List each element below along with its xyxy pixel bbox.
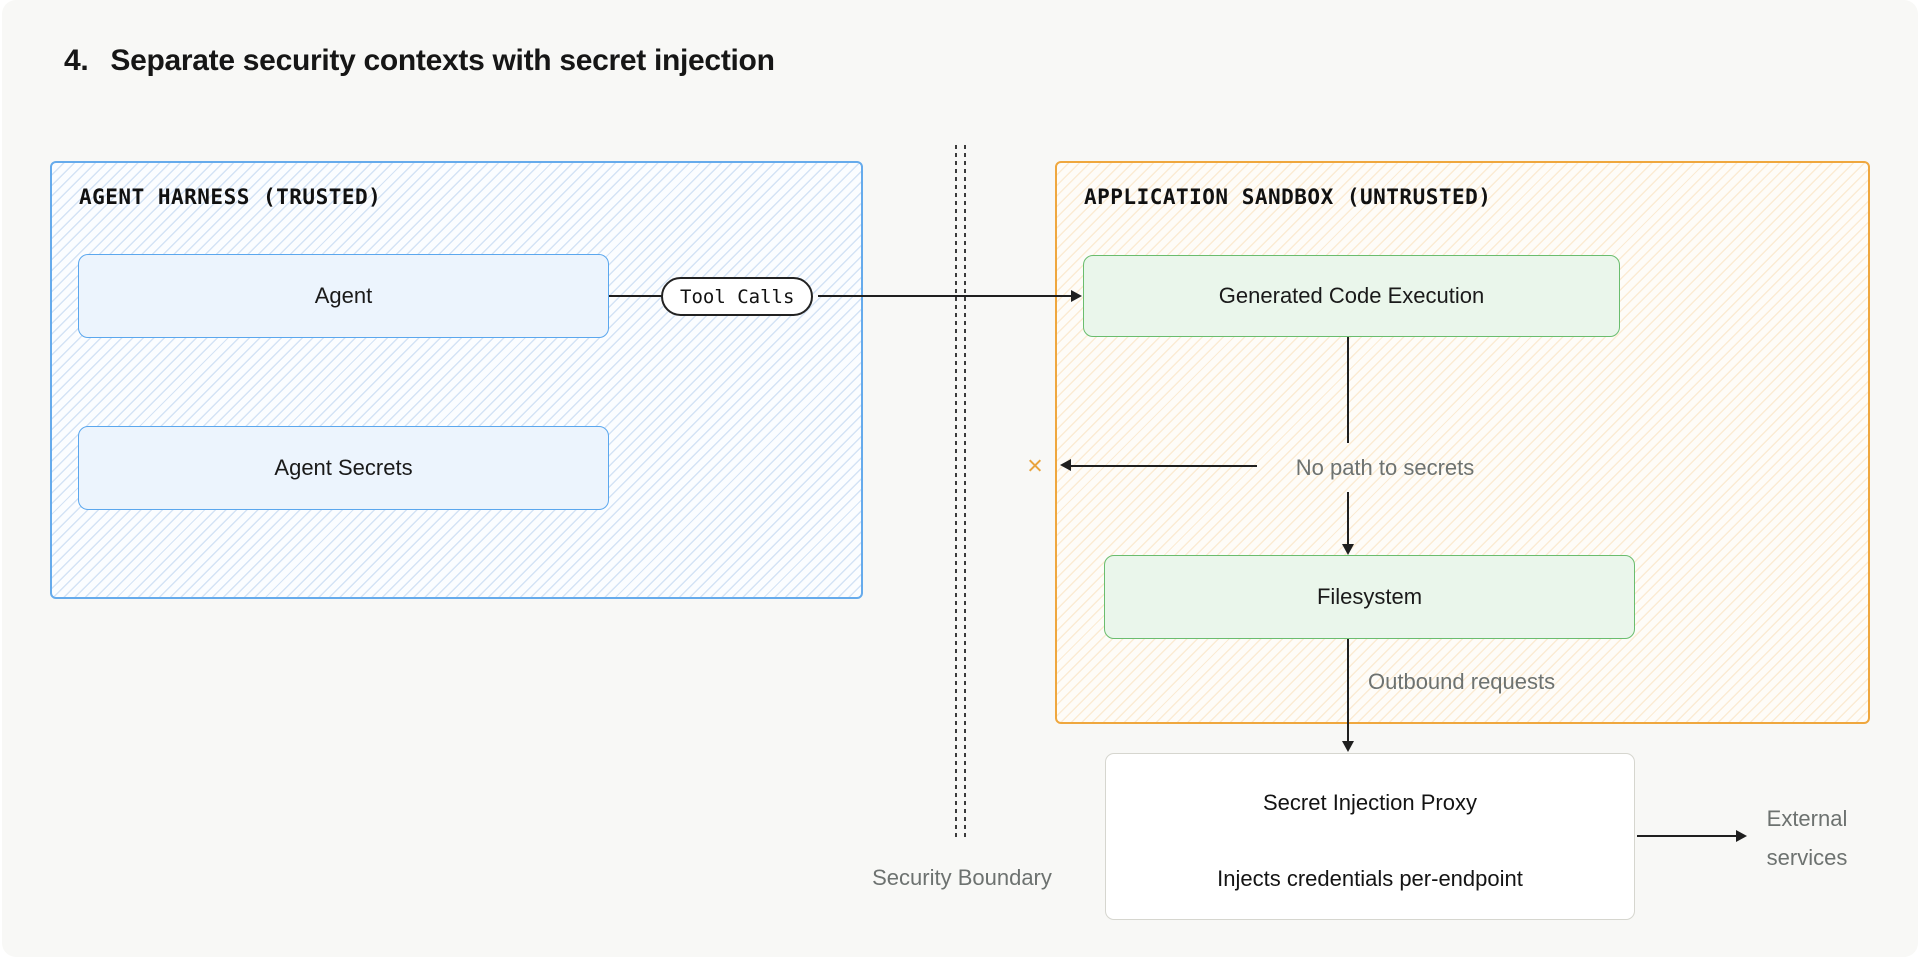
security-boundary-line-right — [964, 145, 966, 840]
gce-down-line-upper — [1347, 337, 1349, 443]
toolcalls-to-sandbox-line — [818, 295, 1072, 297]
outbound-line — [1347, 639, 1349, 741]
agent-to-toolcalls-line — [609, 295, 662, 297]
tool-calls-pill: Tool Calls — [661, 277, 814, 316]
generated-code-execution-label: Generated Code Execution — [1218, 283, 1485, 308]
generated-code-execution-node: Generated Code Execution — [1083, 255, 1620, 337]
secret-injection-proxy-node: Secret Injection Proxy Injects credentia… — [1105, 753, 1635, 920]
toolcalls-arrowhead-icon — [1071, 290, 1082, 302]
filesystem-node-label: Filesystem — [1316, 584, 1423, 609]
external-services-line2: services — [1766, 845, 1848, 870]
no-path-line — [1071, 465, 1257, 467]
filesystem-node: Filesystem — [1104, 555, 1635, 639]
proxy-subtitle: Injects credentials per-endpoint — [1217, 866, 1523, 891]
title-text: Separate security contexts with secret i… — [110, 44, 775, 77]
application-sandbox-zone: APPLICATION SANDBOX (UNTRUSTED) — [1055, 161, 1870, 724]
outbound-requests-label: Outbound requests — [1368, 669, 1556, 694]
agent-secrets-node: Agent Secrets — [78, 426, 609, 510]
agent-node: Agent — [78, 254, 609, 338]
tool-calls-label: Tool Calls — [680, 285, 795, 308]
external-services-label: External services — [1767, 799, 1848, 877]
agent-secrets-node-label: Agent Secrets — [274, 455, 413, 480]
filesystem-arrowhead-icon — [1342, 544, 1354, 555]
agent-harness-zone: AGENT HARNESS (TRUSTED) — [50, 161, 863, 599]
proxy-to-external-line — [1637, 835, 1737, 837]
security-boundary-line-left — [955, 145, 957, 840]
no-path-arrowhead-icon — [1060, 459, 1071, 471]
agent-node-label: Agent — [314, 283, 373, 308]
outbound-arrowhead-icon — [1342, 741, 1354, 752]
external-services-line1: External — [1766, 806, 1848, 831]
agent-harness-zone-header: AGENT HARNESS (TRUSTED) — [79, 185, 382, 209]
proxy-title: Secret Injection Proxy — [1263, 790, 1477, 815]
page-title: 4. Separate security contexts with secre… — [64, 44, 775, 78]
security-boundary-label: Security Boundary — [872, 865, 1052, 890]
blocked-x-icon: × — [1027, 450, 1043, 481]
title-number: 4. — [64, 44, 89, 77]
application-sandbox-zone-header: APPLICATION SANDBOX (UNTRUSTED) — [1084, 185, 1492, 209]
external-arrowhead-icon — [1736, 830, 1747, 842]
gce-down-line-lower — [1347, 492, 1349, 544]
no-path-label: No path to secrets — [1295, 455, 1475, 480]
